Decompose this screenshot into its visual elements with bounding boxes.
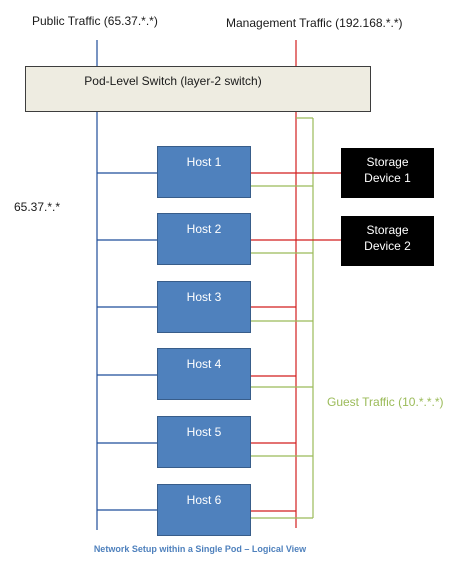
- public-host-links: [97, 172, 157, 511]
- management-traffic-label: Management Traffic (192.168.*.*): [226, 16, 403, 30]
- host-label: Host 1: [186, 155, 222, 169]
- host-1: Host 1: [157, 146, 251, 198]
- storage-device-2: Storage Device 2: [341, 216, 434, 266]
- host-label: Host 5: [186, 425, 222, 439]
- switch-label: Pod-Level Switch (layer-2 switch): [84, 74, 262, 88]
- host-label: Host 4: [186, 357, 222, 371]
- diagram-caption: Network Setup within a Single Pod – Logi…: [93, 544, 307, 554]
- host-4: Host 4: [157, 348, 251, 400]
- guest-host-links: [251, 185, 313, 519]
- storage-label-line2: Device 2: [364, 239, 411, 253]
- host-label: Host 2: [186, 222, 222, 236]
- guest-traffic-label: Guest Traffic (10.*.*.*): [327, 395, 444, 409]
- storage-label-line2: Device 1: [364, 171, 411, 185]
- host-2: Host 2: [157, 213, 251, 265]
- public-traffic-label: Public Traffic (65.37.*.*): [32, 14, 158, 28]
- host-5: Host 5: [157, 416, 251, 468]
- host-3: Host 3: [157, 281, 251, 333]
- storage-label-line1: Storage: [366, 155, 409, 169]
- storage-device-1: Storage Device 1: [341, 148, 434, 198]
- storage-label-line1: Storage: [366, 223, 409, 237]
- public-subnet-label: 65.37.*.*: [14, 200, 61, 214]
- management-host-links: [251, 172, 341, 512]
- host-6: Host 6: [157, 484, 251, 536]
- pod-level-switch: Pod-Level Switch (layer-2 switch): [25, 66, 371, 112]
- host-label: Host 6: [186, 493, 222, 507]
- host-label: Host 3: [186, 290, 222, 304]
